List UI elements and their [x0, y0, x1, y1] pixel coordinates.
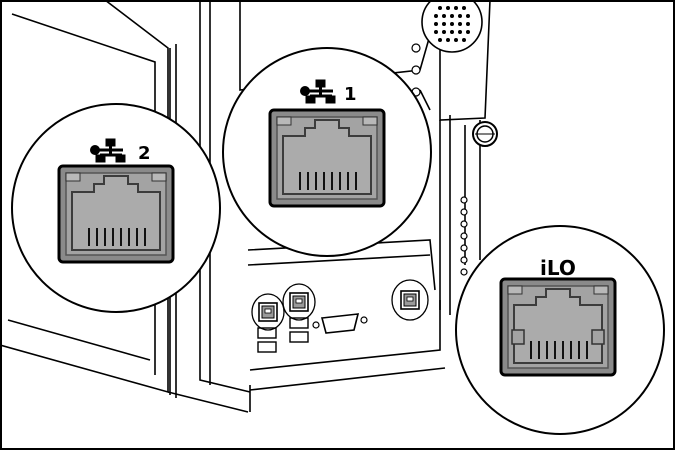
thumbscrew-icon	[472, 121, 498, 147]
fan-grille	[421, 0, 483, 53]
callout-port-2: 2	[11, 103, 221, 313]
callout-port-ilo: iLO	[455, 225, 665, 435]
network-icon	[300, 79, 336, 104]
callout-port-1: 1	[222, 47, 432, 257]
rear-io-ports	[257, 290, 420, 353]
port-highlight-rings	[251, 279, 429, 331]
callout-label-2: 2	[138, 143, 151, 164]
callout-label-1: 1	[344, 84, 357, 105]
network-icon	[90, 138, 126, 163]
callout-label-ilo: iLO	[540, 256, 576, 280]
